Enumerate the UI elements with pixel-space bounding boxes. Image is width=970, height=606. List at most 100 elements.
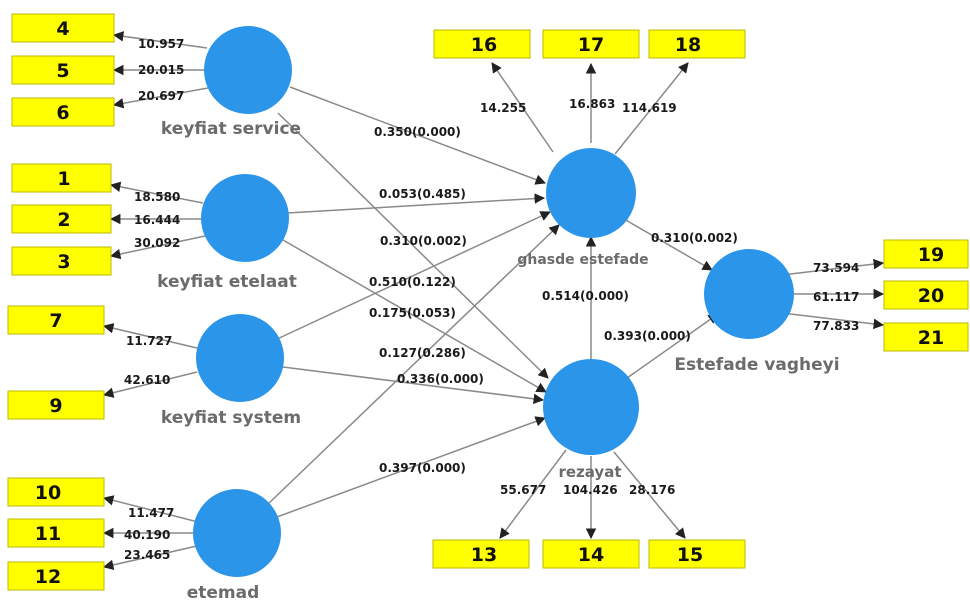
path-coefficient: 0.310(0.002) [380,234,467,248]
indicators [7,13,969,591]
indicator-box-20 [883,280,969,310]
construct-label-estefade-vagheyi: Estefade vagheyi [674,355,839,375]
indicator-label: 4 [56,18,69,40]
construct-estefade-vagheyi[interactable] [704,249,794,339]
loading-value: 16.863 [569,97,615,111]
loading-value: 73.594 [813,261,859,275]
indicator-box-12 [7,561,105,591]
construct-label-ghasde-estefade: ghasde estefade [517,252,648,268]
loading-value: 55.677 [500,483,546,497]
indicator-box-17 [542,29,640,59]
indicator-box-2 [11,204,112,234]
path-etelaat-ghasde [286,193,546,214]
construct-labels: keyfiat service keyfiat etelaat keyfiat … [157,119,839,603]
indicator-box-9 [7,390,105,420]
construct-label-keyfiat-service: keyfiat service [161,119,301,139]
arrow-to-10 [102,495,199,523]
path-service-ghasde [289,86,546,185]
indicator-label: 13 [471,544,497,566]
path-coefficient: 0.393(0.000) [604,329,691,343]
arrow-to-13 [499,449,567,539]
indicator-box-6 [11,97,115,127]
loading-value: 114.619 [622,101,677,115]
path-coefficient: 0.350(0.000) [374,125,461,139]
indicator-label: 17 [578,34,604,56]
construct-label-keyfiat-system: keyfiat system [161,408,301,428]
indicator-label: 19 [918,244,944,266]
indicator-box-3 [11,246,112,276]
indicator-box-18 [648,29,746,59]
loading-value: 61.117 [813,290,859,304]
path-ghasde-vagheyi [623,218,713,271]
construct-ghasde-estefade[interactable] [546,148,636,238]
path-coefficient: 0.175(0.053) [369,306,456,320]
indicator-box-21 [883,322,969,352]
loading-value: 10.957 [138,37,184,51]
arrow-to-19 [781,258,885,276]
path-etemad-ghasde [266,224,560,506]
construct-etemad[interactable] [193,489,281,577]
path-coefficient: 0.336(0.000) [397,372,484,386]
construct-keyfiat-system[interactable] [196,314,284,402]
construct-keyfiat-service[interactable] [204,26,292,114]
construct-label-etemad: etemad [187,583,260,603]
indicator-label: 2 [57,209,70,231]
indicator-labels: 4 5 6 1 2 3 7 9 10 11 12 16 17 18 13 14 … [35,18,944,588]
indicator-box-7 [7,305,105,335]
path-etemad-rezayat [276,416,546,518]
arrow-to-3 [109,235,206,260]
indicator-label: 20 [918,285,944,307]
loading-values: 10.957 20.015 20.697 18.580 16.444 30.09… [124,37,859,562]
indicator-label: 1 [57,168,70,190]
indicator-box-4 [11,13,115,43]
path-coefficients: 0.350(0.000) 0.053(0.485) 0.310(0.002) 0… [369,125,738,475]
indicator-box-15 [648,539,746,569]
indicator-label: 5 [56,60,69,82]
arrow-to-15 [613,451,686,539]
loading-value: 42.610 [124,373,170,387]
structural-paths [266,86,719,518]
indicator-box-14 [542,539,640,569]
construct-label-keyfiat-etelaat: keyfiat etelaat [157,272,297,292]
arrow-to-1 [109,181,204,204]
construct-label-rezayat: rezayat [558,463,621,481]
indicator-box-1 [11,163,112,193]
construct-rezayat[interactable] [543,359,639,455]
loading-value: 11.477 [128,506,174,520]
path-rezayat-vagheyi [626,313,719,379]
indicator-label: 3 [57,251,70,273]
loading-value: 77.833 [813,319,859,333]
loading-value: 16.444 [134,213,180,227]
indicator-label: 10 [35,482,61,504]
indicator-box-11 [7,518,105,548]
loading-value: 11.727 [126,334,172,348]
path-etelaat-rezayat [282,239,547,393]
measurement-arrows [102,31,885,571]
construct-keyfiat-etelaat[interactable] [201,174,289,262]
indicator-box-19 [883,239,969,269]
arrow-to-6 [112,87,209,109]
path-coefficient: 0.310(0.002) [651,231,738,245]
loading-value: 18.580 [134,190,180,204]
loading-value: 104.426 [563,483,618,497]
indicator-label: 12 [35,566,61,588]
path-coefficient: 0.510(0.122) [369,275,456,289]
path-system-ghasde [274,211,551,341]
indicator-box-10 [7,477,105,507]
indicator-label: 9 [49,395,62,417]
arrow-to-4 [112,31,208,49]
loading-value: 20.015 [138,63,184,77]
arrow-to-18 [614,62,689,155]
loading-value: 28.176 [629,483,675,497]
path-coefficient: 0.397(0.000) [379,461,466,475]
indicator-label: 21 [918,327,944,349]
loading-value: 30.092 [134,236,180,250]
path-service-rezayat [277,112,549,379]
indicator-box-16 [433,29,531,59]
indicator-label: 6 [56,102,69,124]
indicator-box-13 [432,539,530,569]
indicator-label: 11 [35,523,61,545]
path-coefficient: 0.514(0.000) [542,289,629,303]
